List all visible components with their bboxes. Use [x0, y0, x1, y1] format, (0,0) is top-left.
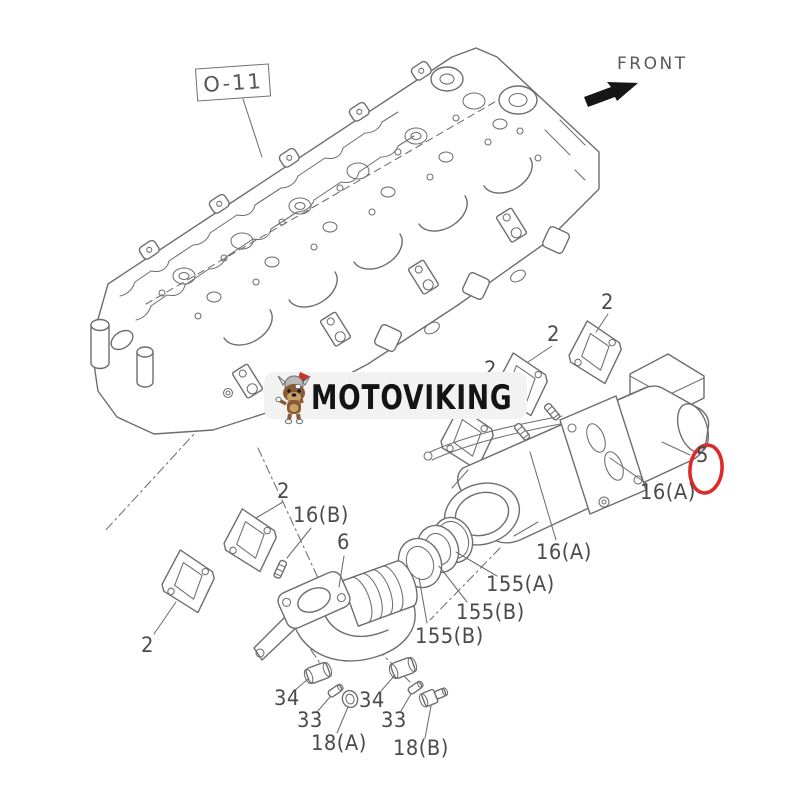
rocker-pedestals — [231, 207, 527, 399]
elbow-flange — [277, 570, 351, 630]
mount-lugs — [138, 60, 432, 260]
callout-stud-33-right: 33 — [381, 708, 407, 732]
highlight-circle-part-5 — [688, 443, 724, 495]
callout-gasket-left-lower: 2 — [141, 633, 154, 657]
reference-box: O-11 — [194, 63, 272, 102]
hardware-drawing — [301, 655, 449, 709]
reference-box-label: O-11 — [202, 68, 264, 97]
front-arrow-icon — [584, 82, 638, 107]
front-direction-label: FRONT — [617, 54, 688, 74]
viking-bulldog-icon — [275, 372, 311, 425]
callout-stud-16b: 16(B) — [293, 503, 349, 527]
brand-name: MOTOVIKING — [311, 378, 513, 418]
elbow-pipe-drawing — [253, 558, 418, 662]
callout-seal-155b-low: 155(B) — [415, 624, 484, 648]
leader-lines — [153, 98, 691, 739]
brand-watermark: MOTOVIKING — [264, 372, 527, 425]
callout-seal-155a: 155(A) — [486, 572, 555, 596]
callout-nut-34-right: 34 — [359, 688, 385, 712]
exhaust-manifold-drawing — [423, 353, 710, 546]
callout-seal-155b-mid: 155(B) — [456, 600, 525, 624]
elbow-threaded-end — [341, 560, 418, 627]
callout-stud-33-left: 33 — [297, 708, 323, 732]
callout-stud-16a-center: 16(A) — [536, 540, 592, 564]
callout-elbow-pipe-6: 6 — [337, 530, 350, 554]
callout-plug-18b: 18(B) — [393, 736, 449, 760]
callout-gasket-upper-1: 2 — [601, 290, 614, 314]
callout-manifold-5: 5 — [696, 443, 709, 467]
callout-gasket-upper-2: 2 — [547, 322, 560, 346]
callout-gasket-left-upper: 2 — [277, 479, 290, 503]
callout-stud-16a-right: 16(A) — [640, 480, 696, 504]
callout-nut-18a: 18(A) — [311, 731, 367, 755]
callout-nut-34-left: 34 — [274, 686, 300, 710]
